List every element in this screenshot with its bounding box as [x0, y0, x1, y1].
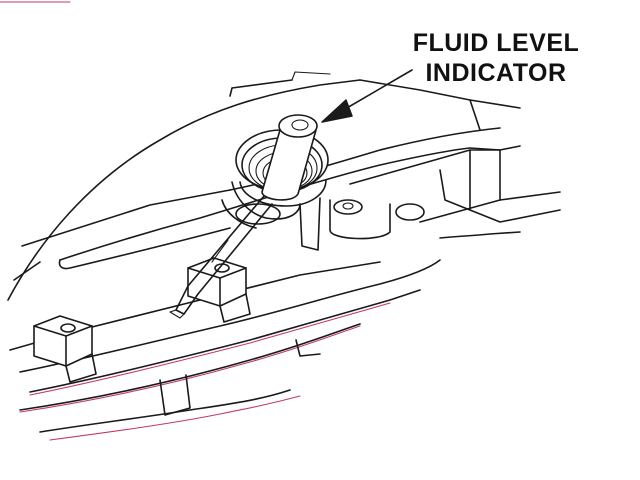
dipstick-rod	[169, 195, 273, 319]
callout-arrow	[321, 69, 413, 123]
callout-label: FLUID LEVEL INDICATOR	[380, 28, 612, 88]
dipstick-tube-boss	[221, 181, 321, 251]
callout-label-line1: FLUID LEVEL	[412, 29, 580, 57]
callout-label-line2: INDICATOR	[425, 59, 567, 87]
right-boss	[329, 149, 561, 240]
fluid-level-indicator-handle	[261, 114, 318, 201]
left-boss	[33, 315, 97, 383]
